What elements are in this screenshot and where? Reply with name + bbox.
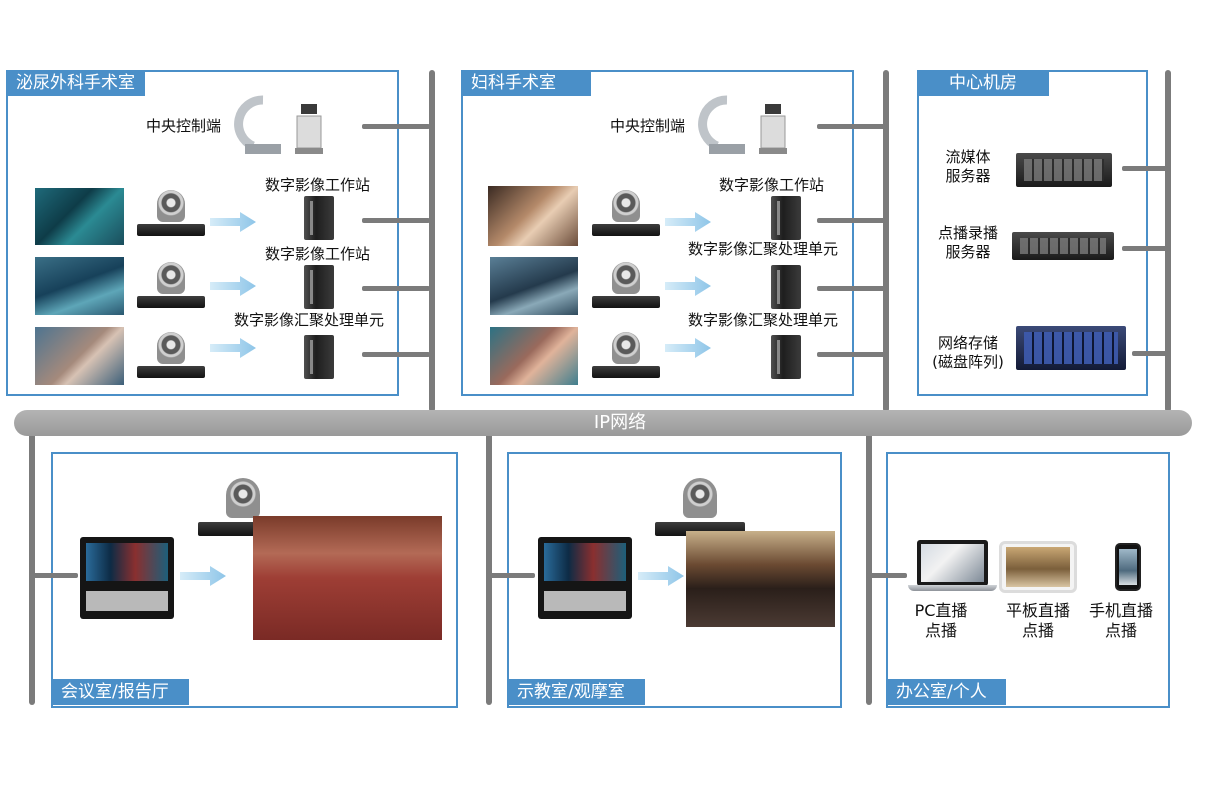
tablet-label-line2: 点播 <box>1021 621 1054 640</box>
server-3-label-line2: (磁盘阵列) <box>932 353 1004 371</box>
panel-meeting-title: 会议室/报告厅 <box>51 679 189 705</box>
urology-surgery-photo-2 <box>35 257 124 315</box>
phone-label-line1: 手机直播 <box>1088 601 1153 620</box>
panel-office-title: 办公室/个人 <box>886 679 1006 705</box>
urology-link-2 <box>362 286 430 291</box>
lecture-hall-photo <box>686 531 835 627</box>
datacenter-link-1 <box>1122 166 1168 171</box>
phone-label-line2: 点播 <box>1104 621 1137 640</box>
streaming-server-icon <box>1016 153 1112 187</box>
panel-urology-title: 泌尿外科手术室 <box>6 70 145 96</box>
urology-workstation-1-icon <box>304 196 334 240</box>
pc-label-line1: PC直播 <box>914 601 968 620</box>
panel-teaching-title: 示教室/观摩室 <box>507 679 645 705</box>
gynecology-link-2 <box>817 286 885 291</box>
server-1-label-line2: 服务器 <box>945 167 991 185</box>
gynecology-control-label: 中央控制端 <box>610 117 686 135</box>
urology-workstation-3-icon <box>304 335 334 379</box>
urology-camera-3-icon <box>137 332 205 378</box>
urology-link-control <box>362 124 430 129</box>
backbone-datacenter <box>1165 70 1171 412</box>
teaching-link <box>487 573 535 578</box>
laptop-base <box>908 585 997 591</box>
vod-recording-server-icon <box>1012 232 1114 260</box>
teaching-arrow-icon <box>638 566 684 586</box>
urology-station-3-label: 数字影像汇聚处理单元 <box>234 311 385 329</box>
gynecology-link-3 <box>817 352 885 357</box>
backbone-urology <box>429 70 435 412</box>
gynecology-surgery-photo-3 <box>490 327 578 385</box>
server-2-label-line2: 服务器 <box>945 243 991 261</box>
gynecology-station-1-label: 数字影像工作站 <box>719 176 825 194</box>
urology-camera-1-icon <box>137 190 205 236</box>
gynecology-workstation-1-icon <box>771 196 801 240</box>
server-1-label-line1: 流媒体 <box>945 148 991 166</box>
backbone-office <box>866 430 872 705</box>
laptop-icon <box>917 540 988 586</box>
teaching-camera-icon <box>655 478 745 536</box>
panel-datacenter-title: 中心机房 <box>917 70 1049 96</box>
gynecology-surgery-photo-1 <box>488 186 578 246</box>
gynecology-link-control <box>817 124 885 129</box>
urology-station-2-label: 数字影像工作站 <box>265 245 371 263</box>
backbone-gynecology <box>883 70 889 412</box>
auditorium-photo <box>253 516 442 640</box>
c-arm-device-icon <box>234 95 323 154</box>
gynecology-workstation-2-icon <box>771 265 801 309</box>
gynecology-camera-2-icon <box>592 262 660 308</box>
urology-arrow-3-icon <box>210 338 256 358</box>
urology-link-3 <box>362 352 430 357</box>
urology-arrow-1-icon <box>210 212 256 232</box>
office-link <box>867 573 907 578</box>
panel-gynecology-title: 妇科手术室 <box>461 70 591 96</box>
ip-network-label: IP网络 <box>593 412 647 433</box>
gynecology-station-2-label: 数字影像汇聚处理单元 <box>688 240 839 258</box>
urology-surgery-photo-3 <box>35 327 124 385</box>
urology-workstation-2-icon <box>304 265 334 309</box>
c-arm-device-icon <box>698 95 787 154</box>
gynecology-workstation-3-icon <box>771 335 801 379</box>
disk-array-storage-icon <box>1016 326 1126 370</box>
gynecology-surgery-photo-2 <box>490 257 578 315</box>
portable-director-console-icon <box>538 537 632 619</box>
server-3-label-line1: 网络存储 <box>937 334 998 352</box>
server-2-label-line1: 点播录播 <box>937 224 998 242</box>
meeting-link <box>30 573 78 578</box>
portable-director-console-icon <box>80 537 174 619</box>
gynecology-arrow-1-icon <box>665 212 711 232</box>
smartphone-icon <box>1115 543 1141 591</box>
gynecology-camera-1-icon <box>592 190 660 236</box>
tablet-label-line1: 平板直播 <box>1005 601 1070 620</box>
urology-arrow-2-icon <box>210 276 256 296</box>
datacenter-link-2 <box>1122 246 1168 251</box>
urology-control-label: 中央控制端 <box>146 117 222 135</box>
datacenter-link-3 <box>1132 351 1168 356</box>
tablet-icon <box>999 541 1077 593</box>
meeting-arrow-icon <box>180 566 226 586</box>
gynecology-station-3-label: 数字影像汇聚处理单元 <box>688 311 839 329</box>
gynecology-link-1 <box>817 218 885 223</box>
gynecology-camera-3-icon <box>592 332 660 378</box>
pc-label-line2: 点播 <box>924 621 957 640</box>
gynecology-arrow-2-icon <box>665 276 711 296</box>
urology-station-1-label: 数字影像工作站 <box>265 176 371 194</box>
ip-network-bus <box>14 410 1192 436</box>
backbone-meeting <box>29 430 35 705</box>
gynecology-arrow-3-icon <box>665 338 711 358</box>
backbone-teaching <box>486 430 492 705</box>
urology-surgery-photo-1 <box>35 188 124 245</box>
urology-link-1 <box>362 218 430 223</box>
urology-camera-2-icon <box>137 262 205 308</box>
